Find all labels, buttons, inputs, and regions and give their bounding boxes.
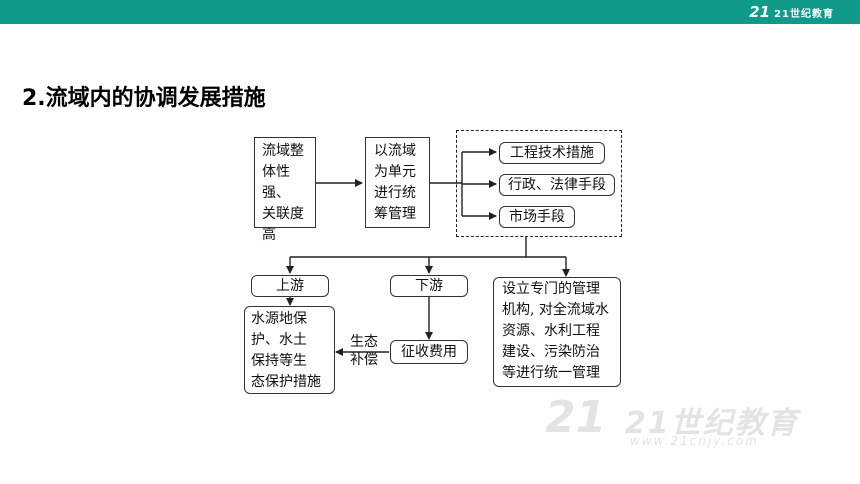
management-line: 进行统 xyxy=(374,185,416,201)
label-ecological-compensation: 生态 补偿 xyxy=(344,333,384,369)
protection-line: 水源地保 xyxy=(251,311,307,327)
watermark: 21 21世纪教育 www.21cnjy.com xyxy=(545,392,825,454)
measures-group xyxy=(456,130,622,237)
agency-line: 设立专门的管理 xyxy=(502,281,600,297)
box-admin-legal-means: 行政、法律手段 xyxy=(499,174,615,196)
watermark-text: 21世纪教育 xyxy=(625,406,799,441)
agency-line: 等进行统一管理 xyxy=(502,365,600,381)
box-management-agency: 设立专门的管理 机构, 对全流域水 资源、水利工程 建设、污染防治 等进行统一管… xyxy=(493,277,621,387)
management-line: 为单元 xyxy=(374,164,416,180)
box-downstream: 下游 xyxy=(390,275,468,297)
box-fee-collection: 征收费用 xyxy=(390,340,468,364)
management-line: 筹管理 xyxy=(374,206,416,222)
watermark-url: www.21cnjy.com xyxy=(630,434,759,448)
box-engineering-measures: 工程技术措施 xyxy=(499,142,605,164)
protection-line: 保持等生 xyxy=(251,353,307,369)
brand-name: 21世纪教育 xyxy=(774,8,834,20)
protection-line: 态保护措施 xyxy=(251,374,321,390)
feature-line: 流域整 xyxy=(262,143,304,159)
compensation-line: 补偿 xyxy=(350,352,378,368)
slide-title: 2.流域内的协调发展措施 xyxy=(22,86,266,111)
feature-line: 关联度 xyxy=(262,206,304,222)
header-bar: 21 21世纪教育 xyxy=(0,0,860,24)
feature-line: 高 xyxy=(262,227,276,243)
runner-logo-icon: 21 xyxy=(749,3,771,21)
watermark-logo-icon: 21 xyxy=(545,392,607,443)
agency-line: 资源、水利工程 xyxy=(502,323,600,339)
compensation-line: 生态 xyxy=(350,334,378,350)
box-market-means: 市场手段 xyxy=(499,206,575,228)
box-upstream-protection: 水源地保 护、水土 保持等生 态保护措施 xyxy=(244,306,335,394)
protection-line: 护、水土 xyxy=(251,332,307,348)
agency-line: 建设、污染防治 xyxy=(502,344,600,360)
box-upstream: 上游 xyxy=(251,275,329,297)
brand-logo: 21 21世纪教育 xyxy=(749,2,834,22)
management-line: 以流域 xyxy=(374,143,416,159)
agency-line: 机构, 对全流域水 xyxy=(502,302,609,318)
box-unit-management: 以流域 为单元 进行统 筹管理 xyxy=(365,137,430,228)
feature-line: 体性强、 xyxy=(262,164,290,201)
box-basin-feature: 流域整 体性强、 关联度 高 xyxy=(254,137,316,243)
